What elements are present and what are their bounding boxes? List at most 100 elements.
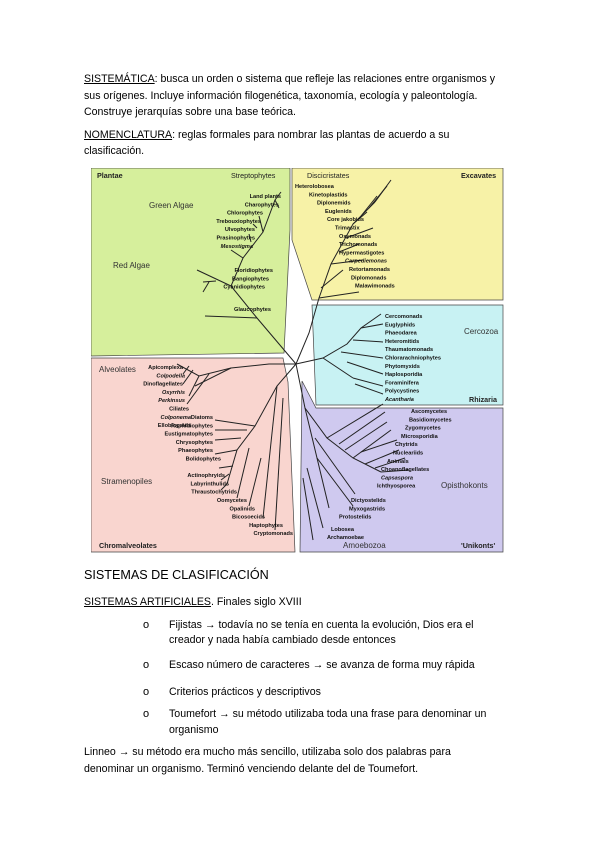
leaf-label: Bolidophytes — [186, 457, 221, 463]
leaf-label: Chlorarachniophytes — [385, 356, 441, 362]
leaf-label: Choanoflagellates — [381, 467, 429, 473]
leaf-label: Apicomplexa — [148, 365, 184, 371]
nomenclatura-line-2: clasificación. — [84, 145, 145, 157]
leaf-label: Chrysophytes — [176, 440, 213, 446]
leaf-label: Diatoms — [191, 415, 213, 421]
group-label-opisthokonts: Opisthokonts — [441, 481, 488, 490]
group-label-green-algae: Green Algae — [149, 201, 194, 210]
leaf-label: Colponema — [161, 415, 191, 421]
leaf-label: Haplosporidia — [385, 372, 423, 378]
leaf-label: Cryptomonads — [254, 531, 293, 537]
leaf-label: Glaucophytes — [234, 307, 271, 313]
leaf-label: Animals — [387, 459, 409, 465]
group-label-discicristates: Discicristates — [307, 171, 350, 180]
leaf-label: Dinoflagellates — [143, 382, 183, 388]
group-label-chromalveolates: Chromalveolates — [99, 541, 157, 550]
leaf-label: Mesostigma — [221, 244, 253, 250]
leaf-label: Perkinsus — [158, 398, 185, 404]
leaf-label: Charophytes — [245, 202, 279, 208]
leaf-label: Dictyostelids — [351, 498, 386, 504]
artificial-systems-heading: SISTEMAS ARTIFICIALES. Finales siglo XVI… — [84, 594, 302, 611]
leaf-label: Foraminifera — [385, 380, 420, 386]
section-title: SISTEMAS DE CLASIFICACIÓN — [84, 568, 269, 582]
leaf-label: Acantharia — [384, 397, 414, 403]
leaf-label: Colpodella — [156, 373, 185, 379]
bullet-1-line-1: Fijistas → todavía no se tenía en cuenta… — [169, 619, 474, 631]
leaf-label: Ciliates — [169, 407, 189, 413]
artificial-systems-term: SISTEMAS ARTIFICIALES — [84, 596, 211, 608]
leaf-label: Floridiophytes — [234, 268, 273, 274]
sistematica-line-2: sus orígenes. Incluye información filoge… — [84, 90, 478, 102]
leaf-label: Core jakobids — [327, 217, 364, 223]
group-label-excavates: Excavates — [461, 171, 496, 180]
leaf-label: Trimastix — [335, 226, 360, 232]
leaf-label: Polycystines — [385, 389, 419, 395]
group-label-plantae: Plantae — [97, 171, 123, 180]
plantae-panel — [91, 168, 291, 357]
leaf-label: Actinophryids — [187, 473, 225, 479]
leaf-label: Myxogastrids — [349, 506, 385, 512]
nomenclatura-term: NOMENCLATURA — [84, 129, 173, 141]
leaf-label: Bicosoecids — [232, 515, 265, 521]
sistematica-line-3: Construye jerarquías sobre una base teór… — [84, 106, 296, 118]
leaf-label: Haptophytes — [249, 523, 283, 529]
bullet-4-line-1: Toumefort → su método utilizaba toda una… — [169, 708, 487, 720]
group-label-unikonts: 'Unikonts' — [461, 541, 495, 550]
group-label-stramenopiles: Stramenopiles — [101, 477, 152, 486]
leaf-label: Oxymonads — [339, 234, 371, 240]
leaf-label: Carpediemonas — [345, 259, 387, 265]
leaf-labels: Land plantsCharophytesChlorophytesTrebou… — [143, 184, 451, 541]
excavates-panel — [291, 168, 504, 301]
leaf-label: Protostelids — [339, 515, 371, 521]
leaf-label: Diplomonads — [351, 275, 386, 281]
leaf-label: Bangiophytes — [232, 276, 269, 282]
sistematica-line-1: SISTEMÁTICA: busca un orden o sistema qu… — [84, 71, 495, 88]
bullet-marker: o — [143, 619, 150, 631]
tree-branches — [176, 179, 410, 541]
leaf-label: Oxyrrhis — [162, 390, 185, 396]
leaf-label: Oomycetes — [217, 498, 247, 504]
leaf-label: Ulvophytes — [225, 227, 255, 233]
leaf-label: Retortamonads — [349, 267, 390, 273]
leaf-label: Lobosea — [331, 527, 355, 533]
leaf-label: Eustigmatophytes — [165, 432, 214, 438]
leaf-label: Ascomycetes — [411, 409, 447, 415]
leaf-label: Land plants — [250, 194, 281, 200]
leaf-label: Archamoebae — [327, 535, 364, 541]
group-label-cercozoa: Cercozoa — [464, 327, 499, 336]
leaf-label: Capsaspora — [381, 475, 413, 481]
sistematica-def-1: : busca un orden o sistema que refleje l… — [154, 73, 496, 85]
leaf-label: Trichomonads — [339, 242, 377, 248]
bullet-2-line-1: Escaso número de caracteres → se avanza … — [169, 659, 475, 671]
leaf-label: Basidiomycetes — [409, 417, 452, 423]
leaf-label: Diplonemids — [317, 201, 351, 207]
leaf-label: Phytomyxids — [385, 364, 420, 370]
leaf-label: Heteromitids — [385, 339, 419, 345]
leaf-label: Ellobiopsids — [158, 423, 191, 429]
leaf-label: Kinetoplastids — [309, 192, 348, 198]
group-label-rhizaria: Rhizaria — [469, 395, 498, 404]
leaf-label: Heterolobosea — [295, 184, 335, 190]
bullet-3-line-1: Criterios prácticos y descriptivos — [169, 686, 321, 698]
leaf-label: Euglenids — [325, 209, 352, 215]
leaf-label: Opalinids — [230, 506, 256, 512]
sistematica-term: SISTEMÁTICA — [84, 73, 155, 85]
closing-line-1: Linneo → su método era mucho más sencill… — [84, 746, 451, 758]
leaf-label: Euglyphids — [385, 322, 415, 328]
group-label-red-algae: Red Algae — [113, 261, 150, 270]
leaf-label: Chlorophytes — [227, 211, 263, 217]
leaf-label: Prasinophytes — [216, 236, 255, 242]
bullet-4-line-2: organismo — [169, 724, 219, 736]
bullet-marker: o — [143, 659, 150, 671]
closing-line-2: denominar un organismo. Terminó venciend… — [84, 763, 419, 775]
leaf-label: Nucleariids — [393, 451, 423, 457]
leaf-label: Raphidiophytes — [171, 423, 213, 429]
bullet-marker: o — [143, 708, 150, 720]
group-label-amoebozoa: Amoebozoa — [343, 541, 386, 550]
leaf-label: Cercomonads — [385, 314, 422, 320]
leaf-label: Thaumatomonads — [385, 347, 433, 353]
leaf-label: Chytrids — [395, 442, 418, 448]
nomenclatura-def-1: : reglas formales para nombrar las plant… — [172, 129, 450, 141]
leaf-label: Labyrinthulids — [190, 481, 229, 487]
leaf-label: Malawimonads — [355, 284, 395, 290]
